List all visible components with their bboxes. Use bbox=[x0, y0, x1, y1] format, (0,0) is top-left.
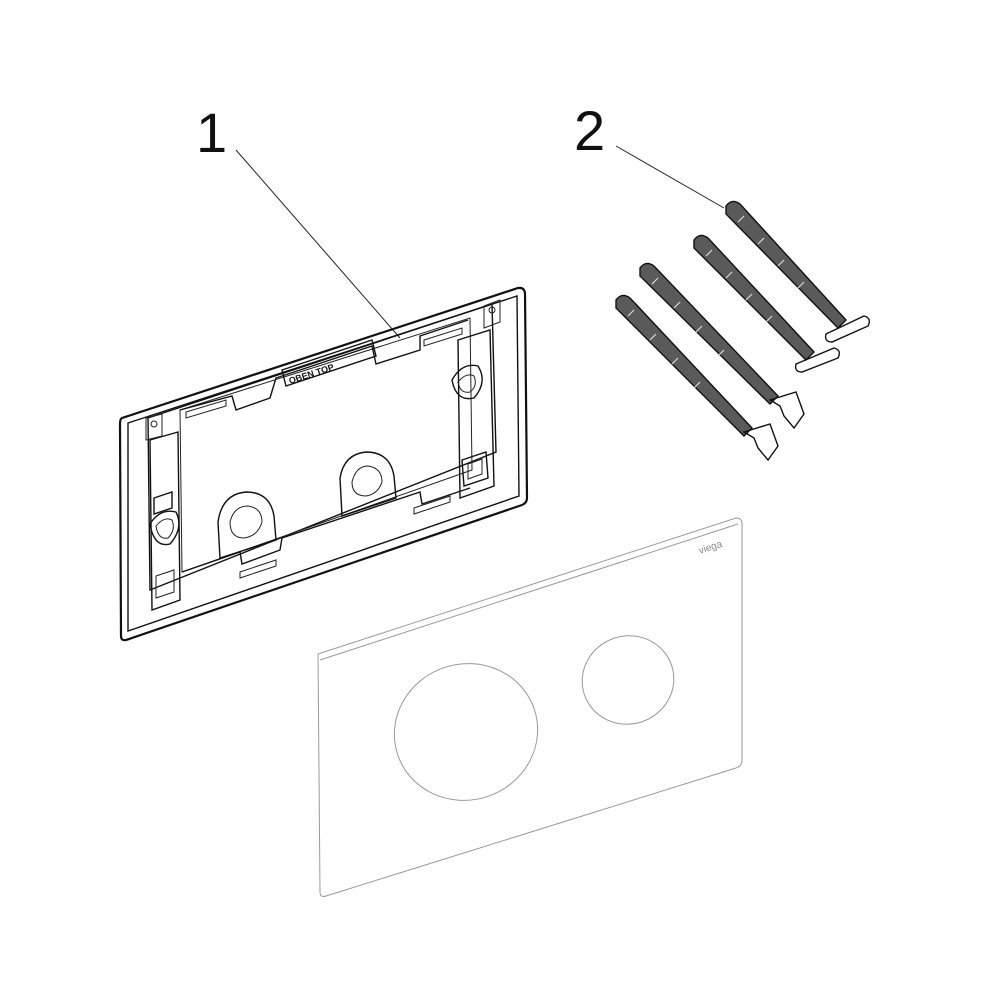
fastening-rod-2 bbox=[693, 234, 841, 373]
frame-mount-left-hole bbox=[229, 505, 263, 539]
rod-4-band bbox=[649, 333, 657, 341]
frame-right-top-clip bbox=[483, 299, 501, 329]
frame-left-bottom-box bbox=[155, 569, 175, 599]
frame-right-side-wall bbox=[457, 329, 495, 499]
rod-1-shaft bbox=[725, 200, 847, 329]
fastening-rod-1 bbox=[725, 200, 871, 343]
rod-1-band bbox=[777, 259, 785, 267]
rod-4-band bbox=[671, 357, 679, 365]
fastening-rods bbox=[615, 200, 871, 462]
callout-1: 1 bbox=[196, 101, 401, 339]
rod-3-band bbox=[717, 349, 725, 357]
frame-right-bottom-box bbox=[461, 451, 489, 487]
frame-left-bracket bbox=[153, 491, 173, 515]
frame-label-tab bbox=[281, 339, 377, 387]
frame-left-top-clip-hole bbox=[150, 420, 158, 428]
callout-2-label: 2 bbox=[574, 99, 605, 162]
rod-4-band bbox=[627, 309, 635, 317]
rod-1-t-head bbox=[824, 315, 871, 343]
callout-2: 2 bbox=[574, 99, 725, 209]
frame-mount-right-hole bbox=[351, 465, 383, 497]
rod-2-band bbox=[725, 271, 733, 279]
frame-left-side-wall bbox=[149, 431, 181, 611]
fastening-rod-3 bbox=[639, 262, 805, 430]
brand-logo: viega bbox=[698, 539, 725, 557]
frame-opening bbox=[147, 303, 497, 592]
frame-left-top-clip bbox=[145, 413, 163, 441]
frame-top-slot-right bbox=[423, 327, 463, 347]
actuator-plate: viega bbox=[317, 517, 743, 897]
rod-2-shaft bbox=[693, 234, 815, 361]
callout-2-leader-line bbox=[615, 145, 725, 209]
frame-inner-edge bbox=[127, 295, 520, 632]
callout-1-label: 1 bbox=[196, 101, 227, 164]
flush-button-large bbox=[393, 663, 539, 801]
frame-bottom-slot-right bbox=[413, 495, 451, 515]
rod-2-band bbox=[745, 293, 753, 301]
fastening-rod-4 bbox=[615, 294, 779, 462]
actuator-plate-outline bbox=[317, 517, 743, 897]
frame-right-adjuster-core bbox=[457, 374, 476, 393]
frame-bottom-slot-left bbox=[239, 559, 277, 579]
rod-2-t-head bbox=[794, 347, 841, 373]
callout-1-leader-line bbox=[235, 149, 401, 339]
rod-3-band bbox=[651, 277, 659, 285]
flush-button-small bbox=[581, 635, 675, 725]
actuator-plate-top-edge bbox=[319, 523, 739, 661]
frame-mount-right bbox=[339, 451, 397, 517]
rod-1-band bbox=[757, 237, 765, 245]
rod-3-band bbox=[673, 301, 681, 309]
frame-left-adjuster bbox=[149, 510, 180, 546]
frame-top-rim bbox=[179, 319, 469, 411]
rod-4-hook-end bbox=[742, 423, 779, 462]
rod-3-hook-end bbox=[768, 391, 805, 430]
frame-recess bbox=[179, 317, 473, 573]
rod-4-band bbox=[693, 381, 701, 389]
frame-left-adjuster-core bbox=[155, 518, 174, 539]
rod-3-band bbox=[695, 325, 703, 333]
frame-outer-edge bbox=[118, 286, 529, 642]
rod-1-band bbox=[797, 281, 805, 289]
frame-bottom-rim bbox=[181, 487, 471, 573]
rod-2-band bbox=[765, 315, 773, 323]
frame-right-top-clip-hole bbox=[488, 306, 496, 314]
mounting-frame: OBEN TOP bbox=[118, 286, 529, 642]
rod-1-band bbox=[737, 215, 745, 223]
rod-2-band bbox=[705, 249, 713, 257]
frame-mount-left bbox=[217, 491, 277, 559]
frame-right-adjuster bbox=[451, 364, 483, 400]
frame-top-slot-left bbox=[185, 399, 227, 419]
frame-right-bottom-box-inner bbox=[467, 458, 483, 480]
